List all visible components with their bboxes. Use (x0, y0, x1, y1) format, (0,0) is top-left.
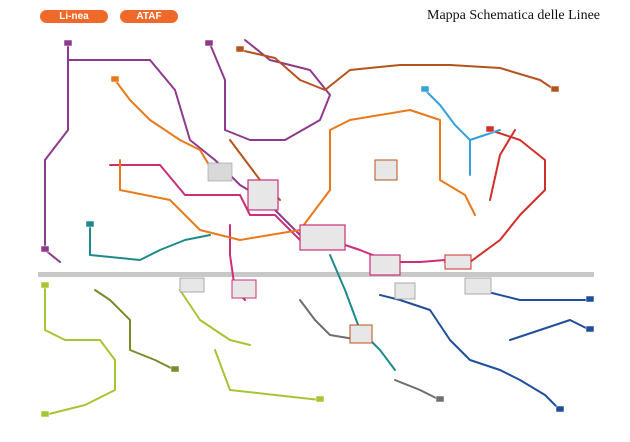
map-title: Mappa Schematica delle Linee (427, 8, 600, 23)
stop-marker (235, 45, 245, 53)
line-lightblue (424, 89, 501, 176)
stop-marker (204, 39, 214, 47)
hub-rail-west (179, 277, 205, 293)
line-green (44, 284, 321, 416)
hub-north-west (207, 162, 233, 182)
line-olive (94, 289, 176, 371)
hub-south-west (231, 279, 257, 299)
line-purple (44, 43, 336, 263)
line-orange (119, 109, 476, 241)
stop-marker (40, 410, 50, 418)
stop-marker (435, 395, 445, 403)
line-red (444, 129, 546, 263)
stop-marker (420, 85, 430, 93)
stop-marker (585, 295, 595, 303)
railway-band (38, 272, 594, 277)
stop-marker (40, 281, 50, 289)
line-grey (299, 299, 441, 401)
stop-marker (315, 395, 325, 403)
linea-logo: Li-nea (40, 10, 108, 23)
hub-north-east (374, 159, 398, 181)
line-orange-west (114, 79, 216, 176)
stop-marker (555, 405, 565, 413)
stop-marker (110, 75, 120, 83)
stop-marker (550, 85, 560, 93)
hub-east (444, 254, 472, 270)
hub-south-east (394, 282, 416, 300)
stop-marker (170, 365, 180, 373)
stop-marker (40, 245, 50, 253)
ataf-logo: ATAF (120, 10, 178, 23)
hub-rail-east (464, 277, 492, 295)
line-darkblue (379, 289, 591, 411)
hub-center (299, 224, 346, 251)
interchange-hubs (179, 159, 492, 344)
stop-marker (485, 125, 495, 133)
line-purple-branch (209, 39, 331, 141)
stop-marker (63, 39, 73, 47)
stop-marker (585, 325, 595, 333)
hub-south (349, 324, 373, 344)
stop-marker (85, 220, 95, 228)
hub-center-east (369, 254, 401, 276)
hub-center-west (247, 179, 279, 211)
